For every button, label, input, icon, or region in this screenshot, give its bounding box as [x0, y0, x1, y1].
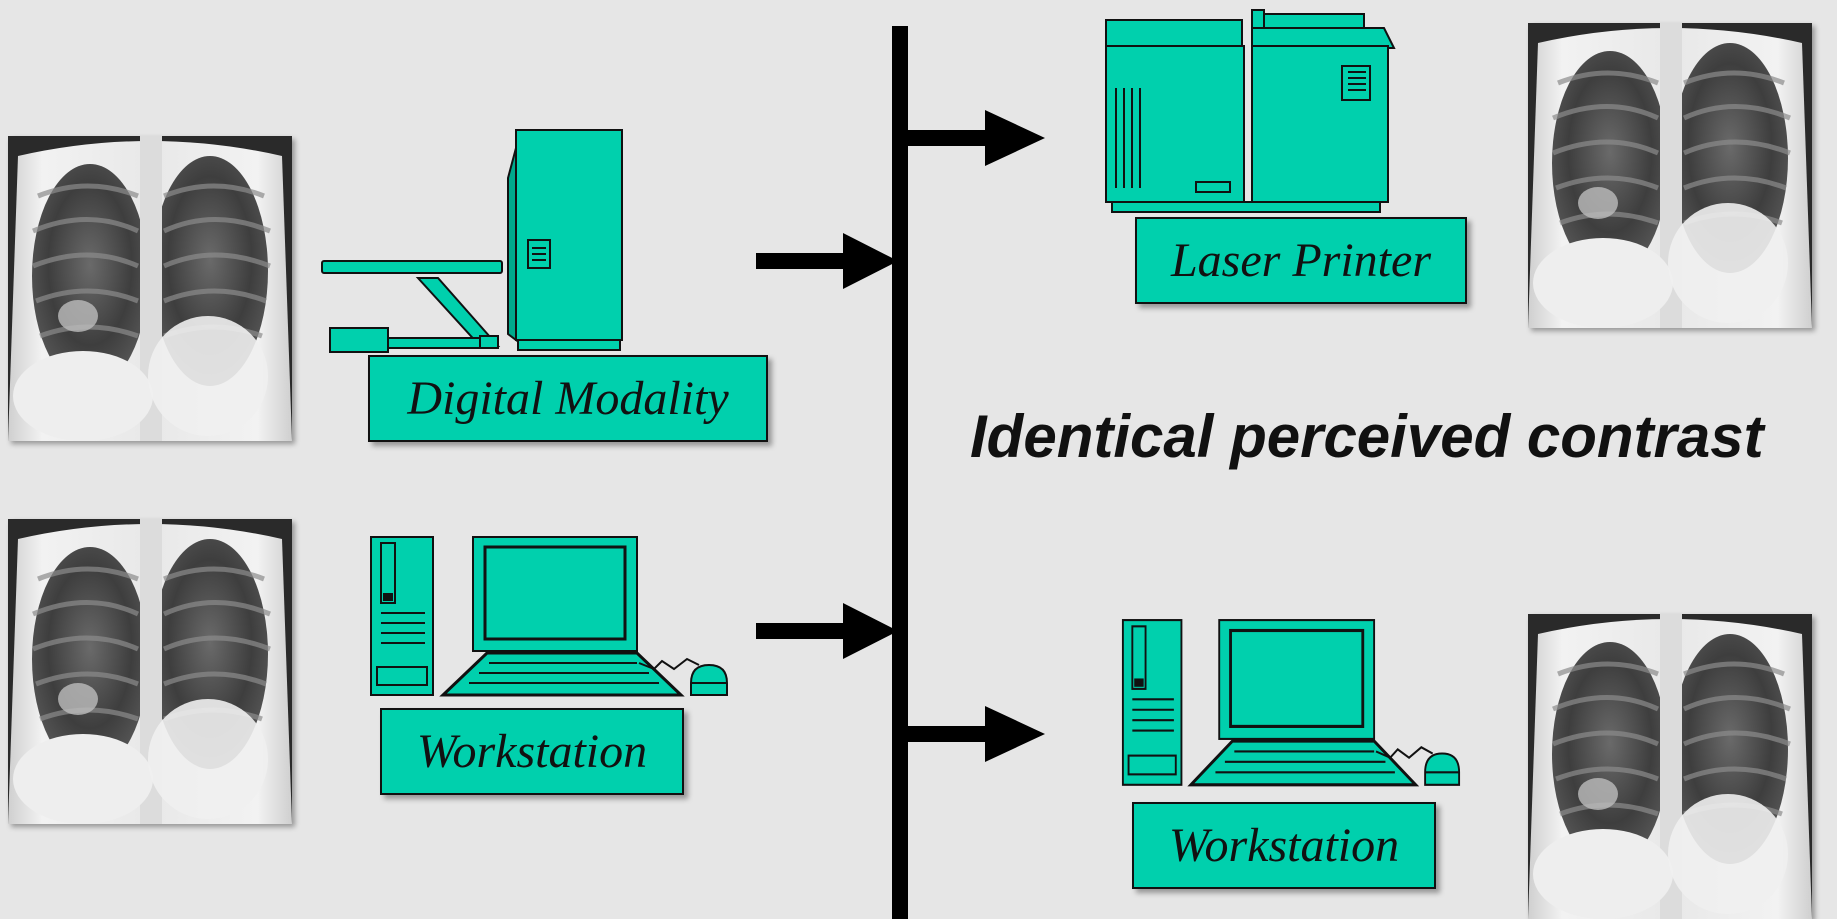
- arrow-workstation-to-bus: [756, 603, 898, 659]
- desktop-computer-icon: [369, 535, 729, 700]
- chest-xray-image: [8, 136, 292, 441]
- desktop-computer-icon: [1121, 618, 1461, 790]
- arrow-bus-to-workstation: [900, 706, 1045, 762]
- workstation-right-label: Workstation: [1132, 802, 1436, 889]
- caption-text: Identical perceived contrast: [970, 403, 1764, 470]
- laser-printer-label: Laser Printer: [1135, 217, 1467, 304]
- laser-printer-icon: [1104, 8, 1396, 214]
- digital-modality-label: Digital Modality: [368, 355, 768, 442]
- chest-xray-image: [1528, 614, 1812, 919]
- arrow-modality-to-bus: [756, 233, 898, 289]
- network-bus: [892, 26, 908, 919]
- arrow-bus-to-printer: [900, 110, 1045, 166]
- digital-modality-device-icon: [320, 128, 630, 354]
- chest-xray-image: [1528, 23, 1812, 328]
- workstation-left-label: Workstation: [380, 708, 684, 795]
- chest-xray-image: [8, 519, 292, 824]
